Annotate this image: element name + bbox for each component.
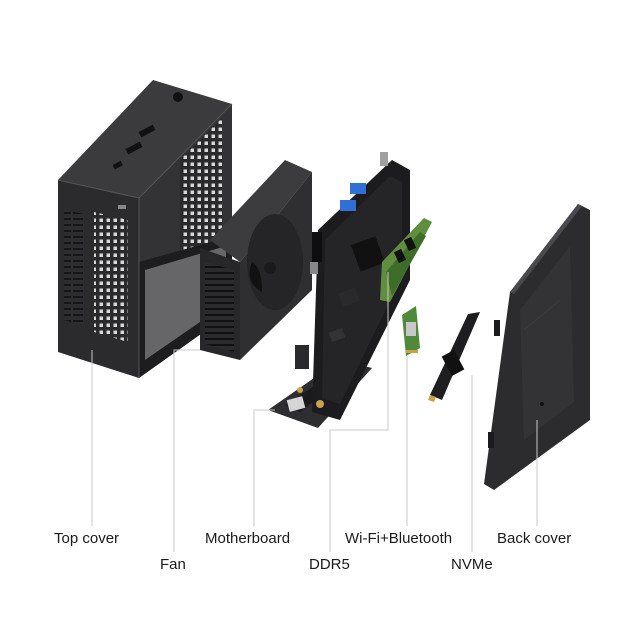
label-motherboard: Motherboard: [205, 530, 291, 547]
ddr5-module: [380, 218, 432, 302]
label-fan: Fan: [160, 556, 186, 573]
nvme-ssd: [428, 312, 480, 402]
label-ddr5: DDR5: [309, 556, 350, 573]
fan-blade-icon: [247, 214, 303, 310]
label-back-cover: Back cover: [497, 530, 572, 547]
motherboard: [268, 152, 410, 428]
usb-port-icon: [138, 124, 156, 138]
label-nvme: NVMe: [451, 556, 493, 573]
power-port-icon: [173, 92, 183, 102]
back-cover: [484, 204, 590, 490]
wifi-bluetooth-card: [402, 306, 420, 356]
audio-port-icon: [112, 160, 123, 170]
usb-port-icon: [125, 141, 143, 155]
fan: [200, 160, 312, 360]
usb3-port-icon: [340, 200, 356, 211]
leader-lines: [91, 272, 538, 552]
label-wifi-bluetooth: Wi-Fi+Bluetooth: [345, 530, 453, 547]
top-cover: [57, 80, 233, 378]
led-indicator: [118, 205, 126, 209]
label-top-cover: Top cover: [54, 530, 120, 547]
usb3-port-icon: [350, 183, 366, 194]
